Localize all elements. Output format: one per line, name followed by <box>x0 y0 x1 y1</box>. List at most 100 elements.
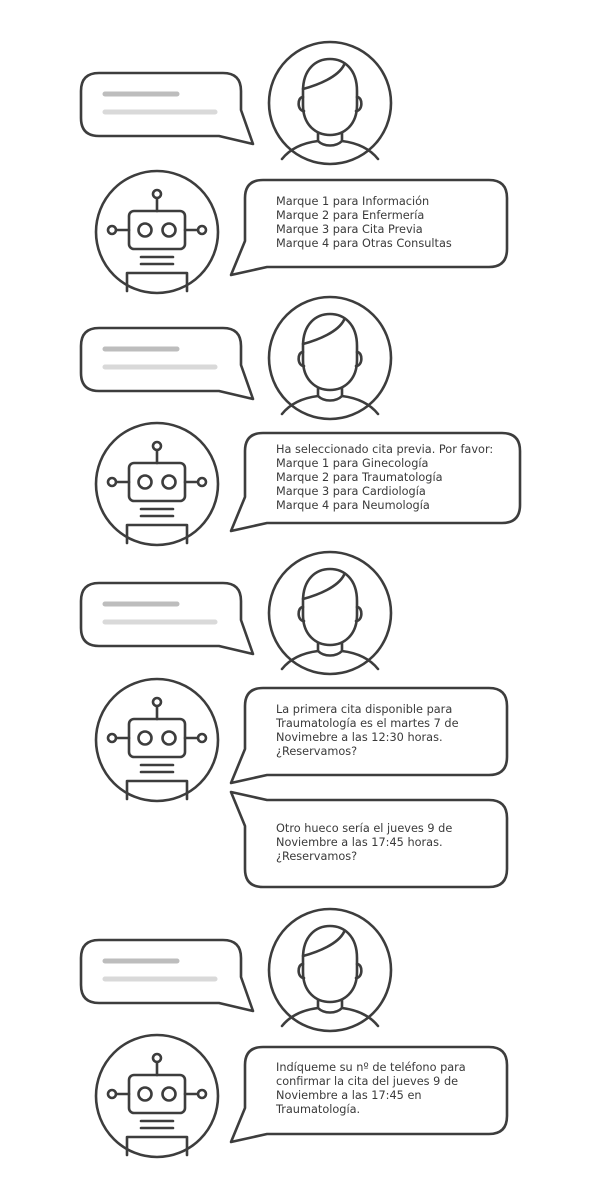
bubble-outline <box>229 1045 509 1144</box>
bot-message-bubble <box>229 1045 509 1144</box>
robot-eye <box>137 730 153 746</box>
head <box>301 567 359 647</box>
head <box>301 57 359 137</box>
head <box>301 924 359 1004</box>
hair <box>301 318 346 346</box>
user-avatar-icon <box>267 550 393 676</box>
ear-knob <box>196 224 208 236</box>
ear <box>297 350 306 368</box>
hair <box>301 930 346 958</box>
bubble-outline <box>229 686 509 785</box>
ear <box>354 350 363 368</box>
message-line: Noviembre a las 17:45 horas. <box>276 836 443 849</box>
message-line: Marque 2 para Traumatología <box>276 471 443 484</box>
robot-eye <box>137 474 153 490</box>
ear-knob <box>106 1088 118 1100</box>
message-line: Ha seleccionado cita previa. Por favor: <box>276 443 494 456</box>
ear-knob <box>106 224 118 236</box>
ear <box>354 95 363 113</box>
ear-knob <box>196 732 208 744</box>
bubble-outline <box>229 790 509 889</box>
user-avatar-icon <box>267 907 393 1033</box>
robot-eye <box>161 222 177 238</box>
message-line: ¿Reservamos? <box>276 745 358 758</box>
bot-message-bubble <box>229 686 509 785</box>
bubble-outline <box>229 178 509 277</box>
robot-avatar-icon <box>94 1033 220 1159</box>
message-line: Marque 1 para Información <box>276 195 430 208</box>
ear <box>297 605 306 623</box>
ear <box>354 962 363 980</box>
user-avatar-icon <box>267 295 393 421</box>
message-line: Indíqueme su nº de teléfono para <box>276 1061 466 1074</box>
ear <box>297 962 306 980</box>
ear <box>354 605 363 623</box>
bot-message-bubble <box>229 431 522 533</box>
user-message-bubble <box>79 326 255 401</box>
collar <box>316 394 344 402</box>
user-message-bubble <box>79 938 255 1013</box>
message-line: La primera cita disponible para <box>276 703 453 716</box>
robot-eye <box>161 474 177 490</box>
robot-eye <box>161 730 177 746</box>
hair <box>301 63 346 91</box>
ear-knob <box>106 732 118 744</box>
ear-knob <box>196 1088 208 1100</box>
message-line: ¿Reservamos? <box>276 850 358 863</box>
avatar-ring <box>267 907 393 1033</box>
ear-knob <box>196 476 208 488</box>
robot-body <box>125 779 189 801</box>
message-line: Traumatología. <box>276 1103 361 1116</box>
avatar-ring <box>94 677 220 803</box>
message-line: Marque 3 para Cardiología <box>276 485 426 498</box>
bubble-outline <box>79 326 255 401</box>
message-line: Marque 1 para Ginecología <box>276 457 429 470</box>
message-line: Noviembre a las 17:45 en <box>276 1089 422 1102</box>
robot-avatar-icon <box>94 421 220 547</box>
message-line: Novimebre a las 12:30 horas. <box>276 731 443 744</box>
bubble-outline <box>79 938 255 1013</box>
bot-specialty-message: Ha seleccionado cita previa. Por favor:M… <box>276 443 493 513</box>
message-line: Marque 4 para Neumología <box>276 499 430 512</box>
robot-eye <box>137 222 153 238</box>
robot-body <box>125 523 189 545</box>
robot-eye <box>137 1086 153 1102</box>
avatar-ring <box>94 1033 220 1159</box>
bot-message-bubble <box>229 790 509 889</box>
collar <box>316 649 344 657</box>
user-message-bubble <box>79 581 255 656</box>
robot-avatar-icon <box>94 169 220 295</box>
bubble-outline <box>79 581 255 656</box>
head <box>301 312 359 392</box>
user-message-bubble <box>79 71 255 146</box>
avatar-ring <box>267 295 393 421</box>
ear <box>297 95 306 113</box>
robot-body <box>125 1135 189 1157</box>
collar <box>316 1006 344 1014</box>
hair <box>301 573 346 601</box>
avatar-ring <box>94 169 220 295</box>
message-line: Otro hueco sería el jueves 9 de <box>276 822 453 835</box>
message-line: Traumatología es el martes 7 de <box>276 717 459 730</box>
bubble-outline <box>79 71 255 146</box>
user-avatar-icon <box>267 40 393 166</box>
bot-message-bubble <box>229 178 509 277</box>
message-line: Marque 2 para Enfermería <box>276 209 425 222</box>
avatar-ring <box>267 550 393 676</box>
avatar-ring <box>267 40 393 166</box>
robot-avatar-icon <box>94 677 220 803</box>
message-line: confirmar la cita del jueves 9 de <box>276 1075 459 1088</box>
message-line: Marque 4 para Otras Consultas <box>276 237 452 250</box>
avatar-ring <box>94 421 220 547</box>
robot-body <box>125 271 189 293</box>
bubble-outline <box>229 431 522 533</box>
ear-knob <box>106 476 118 488</box>
robot-eye <box>161 1086 177 1102</box>
message-line: Marque 3 para Cita Previa <box>276 223 423 236</box>
collar <box>316 139 344 147</box>
